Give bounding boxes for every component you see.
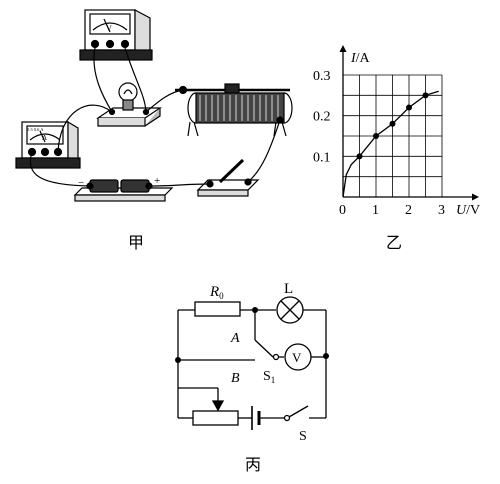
resistor-r0 [194, 301, 241, 317]
x-tick-label: 0 [339, 203, 346, 218]
rheostat-slider-arrow [211, 400, 225, 412]
ammeter-letter: A [42, 134, 47, 142]
circuit-labels: R0 L V A B S1 S [209, 281, 307, 444]
voltmeter-symbol-letter: V [292, 350, 302, 365]
x-axis-arrow [472, 193, 479, 201]
rheostat-symbol [192, 410, 239, 426]
iu-curve [342, 90, 439, 198]
battery-plus-sign: + [154, 175, 160, 187]
y-axis-arrow [339, 45, 347, 52]
x-tick-label: 2 [405, 203, 412, 218]
switch-s1 [254, 339, 274, 358]
ammeter-scale-text: 0.3 0.6 A [27, 127, 44, 132]
rheostat-device [175, 83, 293, 137]
y-tick-label: 0.1 [313, 150, 331, 165]
voltmeter-device [79, 9, 153, 61]
y-tick-label: 0.2 [313, 110, 331, 125]
x-tick-label: 1 [372, 203, 379, 218]
voltmeter-letter: V [106, 24, 112, 33]
data-point [406, 104, 412, 111]
s1-label: S1 [263, 369, 275, 385]
y-tick-label: 0.3 [313, 69, 331, 84]
caption-yi: 乙 [386, 233, 402, 252]
caption-bing: 丙 [245, 455, 261, 474]
y-axis-label: I/A [350, 51, 371, 66]
iu-graph: 0 1 2 3 0.1 0.2 0.3U/V I/A [313, 45, 480, 218]
r0-label: R0 [209, 284, 224, 301]
x-tick-label: 3 [438, 203, 445, 218]
s-label: S [299, 429, 307, 444]
data-point [422, 92, 429, 99]
knife-switch-device [196, 158, 260, 197]
junction-right [323, 353, 329, 359]
lamp-board [96, 82, 162, 127]
ammeter-device [15, 120, 81, 169]
data-point [373, 133, 379, 139]
node-a-label: A [230, 331, 240, 346]
circuit-bing [175, 296, 329, 430]
node-b-label: B [231, 371, 240, 386]
lamp-label: L [284, 281, 293, 297]
x-axis-label: U/V [456, 203, 480, 218]
apparatus-jia: V [15, 9, 293, 202]
switch-s [288, 405, 309, 418]
battery-minus-sign: − [78, 177, 84, 189]
data-point [389, 120, 396, 127]
battery-holder [73, 179, 174, 202]
data-point [356, 153, 363, 160]
caption-jia: 甲 [128, 233, 144, 252]
